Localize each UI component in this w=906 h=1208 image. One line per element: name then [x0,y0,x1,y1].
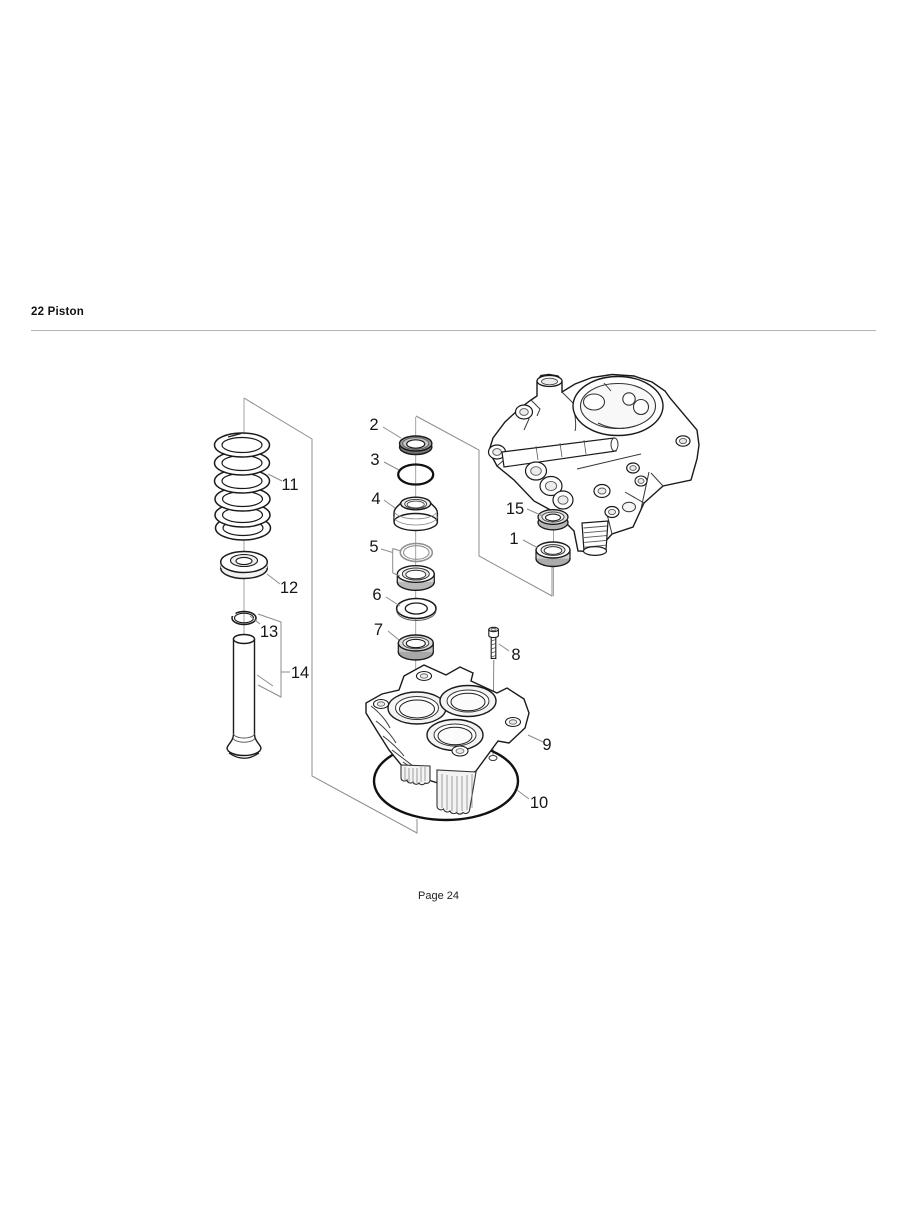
callout-4: 4 [371,490,380,508]
flange-holes [626,435,691,474]
callout-1: 1 [509,530,518,548]
valve-block [576,453,650,519]
o-ring-3 [397,463,435,486]
spring-seat-washer-12 [219,550,268,580]
pump-bowl [572,375,664,437]
bolt-hole [488,755,498,761]
callout-12: 12 [280,579,298,597]
callout-11: 11 [281,476,298,494]
callout-10: 10 [530,794,548,812]
gear-hubs [400,764,477,815]
callout-3: 3 [370,451,379,469]
callout-8: 8 [511,646,520,664]
threaded-outlet [581,520,609,556]
cylinder-housing-9 [365,664,530,785]
seal-7 [397,634,434,661]
seal-15 [537,509,569,531]
callout-5: 5 [369,538,378,556]
side-bosses [487,404,534,460]
page-number: Page 24 [418,890,459,902]
callout-9: 9 [542,736,551,754]
callout-6: 6 [372,586,381,604]
snap-ring-13 [230,610,257,626]
front-ports [524,461,574,510]
bearing-1 [535,541,571,568]
callout-7: 7 [374,621,383,639]
socket-screw-8 [488,626,499,660]
washer-6 [395,597,437,621]
seal-ring-2 [398,435,433,456]
piston-guide-4 [393,496,439,532]
pump-head-assembly [487,373,700,556]
o-ring-5 [399,542,434,563]
callout-2: 2 [369,416,378,434]
leader-lines [249,426,544,800]
section-boundary-lines [243,397,553,834]
cross-tube [501,437,619,468]
bearing-5 [396,565,435,592]
section-title: 22 Piston [31,306,84,318]
callout-14: 14 [291,664,309,682]
header-divider [31,330,876,331]
coil-spring-11 [213,432,272,541]
inlet-port [536,374,563,388]
callout-13: 13 [260,623,278,641]
piston-rod-14 [226,633,262,759]
callout-15: 15 [506,500,524,518]
